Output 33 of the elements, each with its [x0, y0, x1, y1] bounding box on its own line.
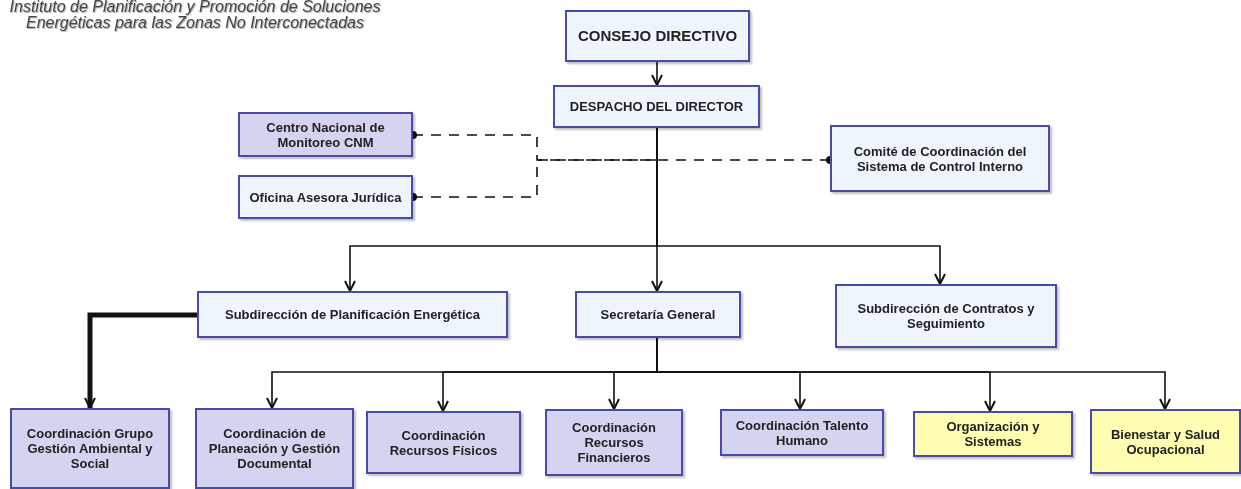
- org-unit-box: [913, 411, 1073, 457]
- org-unit-box: [197, 291, 508, 338]
- org-unit-box: [238, 112, 413, 157]
- unit-name: Oficina Asesora Jurídica: [248, 189, 403, 205]
- unit-name: Coordinación de Planeación y Gestión Documental: [207, 426, 342, 471]
- unit-name: Coordinación Recursos Físicos: [388, 427, 499, 458]
- org-unit-box: [545, 409, 683, 476]
- org-unit-box: [575, 291, 741, 338]
- org-unit-box: [195, 408, 354, 489]
- unit-name: Subdirección de Planificación Energética: [224, 307, 481, 322]
- unit-name: Coordinación Talento Humano: [734, 417, 870, 448]
- org-unit-box: [835, 284, 1057, 348]
- org-unit-box: [565, 10, 750, 62]
- unit-name: Secretaría General: [599, 307, 717, 322]
- arrow: [651, 61, 663, 86]
- arrow: [84, 312, 197, 409]
- org-unit-box: [238, 175, 413, 219]
- unit-name: Coordinación Recursos Financieros: [571, 420, 657, 465]
- org-unit-box: [720, 409, 884, 456]
- unit-name: Comité de Coordinación del Sistema de Control Interno: [852, 143, 1028, 174]
- unit-name: Coordinación Grupo Gestión Ambiental y Social: [25, 426, 155, 471]
- org-unit-box: [1090, 409, 1241, 474]
- org-unit-box: [366, 411, 521, 474]
- unit-name: Bienestar y Salud Ocupacional: [1109, 426, 1222, 457]
- unit-name: CONSEJO DIRECTIVO: [576, 27, 739, 45]
- org-unit-box: [553, 85, 760, 128]
- unit-name: DESPACHO DEL DIRECTOR: [568, 99, 745, 114]
- org-unit-box: [830, 125, 1050, 192]
- organization-title: Instituto de Planificación y Promoción de Soluciones Energéticas para las Zonas No Interconectadas: [8, 0, 382, 31]
- org-unit-box: [10, 408, 170, 489]
- unit-name: Organización y Sistemas: [945, 419, 1041, 449]
- unit-name: Centro Nacional de Monitoreo CNM: [265, 119, 386, 150]
- unit-name: Subdirección de Contratos y Seguimiento: [856, 301, 1036, 331]
